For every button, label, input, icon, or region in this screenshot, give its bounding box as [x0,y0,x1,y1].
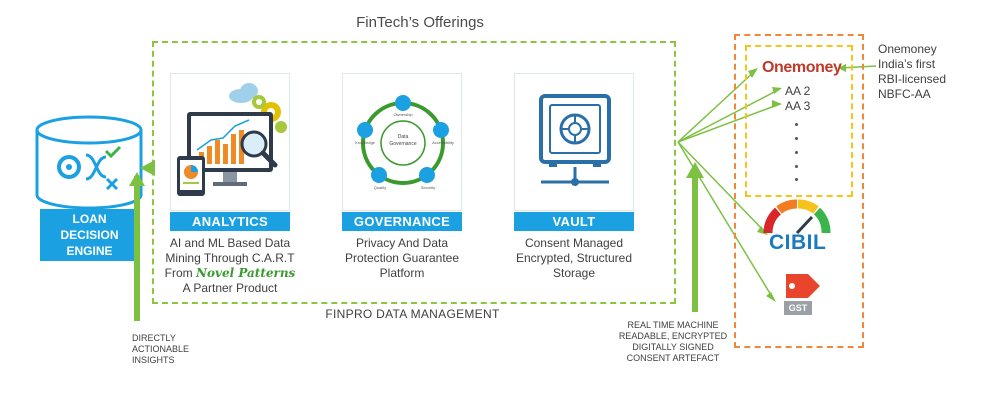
analytics-label: ANALYTICS [170,212,290,231]
governance-desc-line-3: Platform [379,266,425,280]
node-ownership-label: Ownership [393,112,413,117]
analytics-desc-line-3: From Novel Patterns [152,266,308,281]
aa-2-item: AA 2 [785,84,811,98]
vault-label: VAULT [514,212,634,231]
node-accessibility-label: Accessibility [432,140,454,145]
governance-center-line-1: Data [397,134,409,140]
arrow-left-head [140,160,155,176]
consent-arrow-shaft [692,172,698,312]
vault-desc-line-2: Encrypted, Structured [515,251,633,265]
gst-tag-icon [786,274,820,298]
database-icon [35,115,143,210]
onemoney-description: Onemoney India’s first RBI-licensed NBFC… [878,42,988,102]
data-sources-box [734,34,864,348]
ellipsis-dot [795,165,798,168]
finpro-data-management-label: FINPRO DATA MANAGEMENT [325,307,500,321]
analytics-description: AI and ML Based Data Mining Through C.A.… [152,236,308,296]
vault-description: Consent Managed Encrypted, Structured St… [496,236,652,281]
vault-illustration [514,73,634,211]
ellipsis-dot [795,151,798,154]
governance-desc-line-1: Privacy And Data [355,236,449,250]
analytics-monitor-icon [177,83,287,196]
consent-line-4: CONSENT ARTEFACT [626,353,720,363]
vault-safe-icon [539,94,611,186]
consent-line-2: READABLE, ENCRYPTED [618,331,728,341]
cibil-logo: CIBIL [769,231,827,254]
onemoney-desc-line-4: NBFC-AA [878,87,931,101]
governance-center-text: Data Governance [380,134,426,148]
loan-label-line-2: DECISION [60,228,119,242]
onemoney-desc-line-1: Onemoney [878,42,937,56]
diagram-title: FinTech’s Offerings [356,14,484,31]
vault-desc-line-3: Storage [552,266,596,280]
node-quality-label: Quality [373,185,387,190]
governance-illustration: Data Governance Ownership Accessibility … [342,73,462,211]
onemoney-desc-line-2: India’s first [878,57,936,71]
vault-desc-line-1: Consent Managed [524,236,624,250]
aa-3-item: AA 3 [785,99,811,113]
gst-label: GST [784,301,812,315]
governance-desc-line-2: Protection Guarantee [344,251,460,265]
directly-actionable-insights-text: DIRECTLY ACTIONABLE INSIGHTS [132,333,212,366]
analytics-desc-line-1: AI and ML Based Data [169,236,291,250]
governance-wheel-diagram [357,95,449,185]
insights-line-1: DIRECTLY [132,333,176,343]
onemoney-desc-line-3: RBI-licensed [878,72,947,86]
ellipsis-dot [795,137,798,140]
ring-processes-label: Processes [396,169,414,173]
insights-line-3: INSIGHTS [132,355,175,365]
consent-line-3: DIGITALLY SIGNED [632,342,714,352]
loan-label-line-3: ENGINE [66,244,113,258]
governance-description: Privacy And Data Protection Guarantee Pl… [324,236,480,281]
loan-label-line-1: LOAN [72,212,107,226]
cibil-gauge-icon [763,199,831,235]
node-knowledge-label: Knowledge [355,140,375,145]
analytics-desc-line-4: A Partner Product [182,281,278,295]
insights-line-2: ACTIONABLE [132,344,190,354]
consent-line-1: REAL TIME MACHINE [627,320,719,330]
account-aggregators-box [745,45,853,197]
loan-decision-engine-label: LOAN DECISION ENGINE [40,209,139,261]
ellipsis-dot [795,178,798,181]
analytics-from-text: From [164,266,193,280]
novel-patterns-logo: Novel Patterns [196,266,296,280]
node-security-label: Security [420,185,436,190]
consent-artefact-text: REAL TIME MACHINE READABLE, ENCRYPTED DI… [598,320,748,364]
governance-label: GOVERNANCE [342,212,462,231]
governance-center-line-2: Governance [389,141,417,147]
insights-arrow-head [129,172,145,186]
analytics-illustration [170,73,290,211]
onemoney-logo: Onemoney [762,59,842,76]
insights-arrow-shaft [134,176,140,321]
ellipsis-dot [795,123,798,126]
analytics-desc-line-2: Mining Through C.A.R.T [165,251,295,265]
